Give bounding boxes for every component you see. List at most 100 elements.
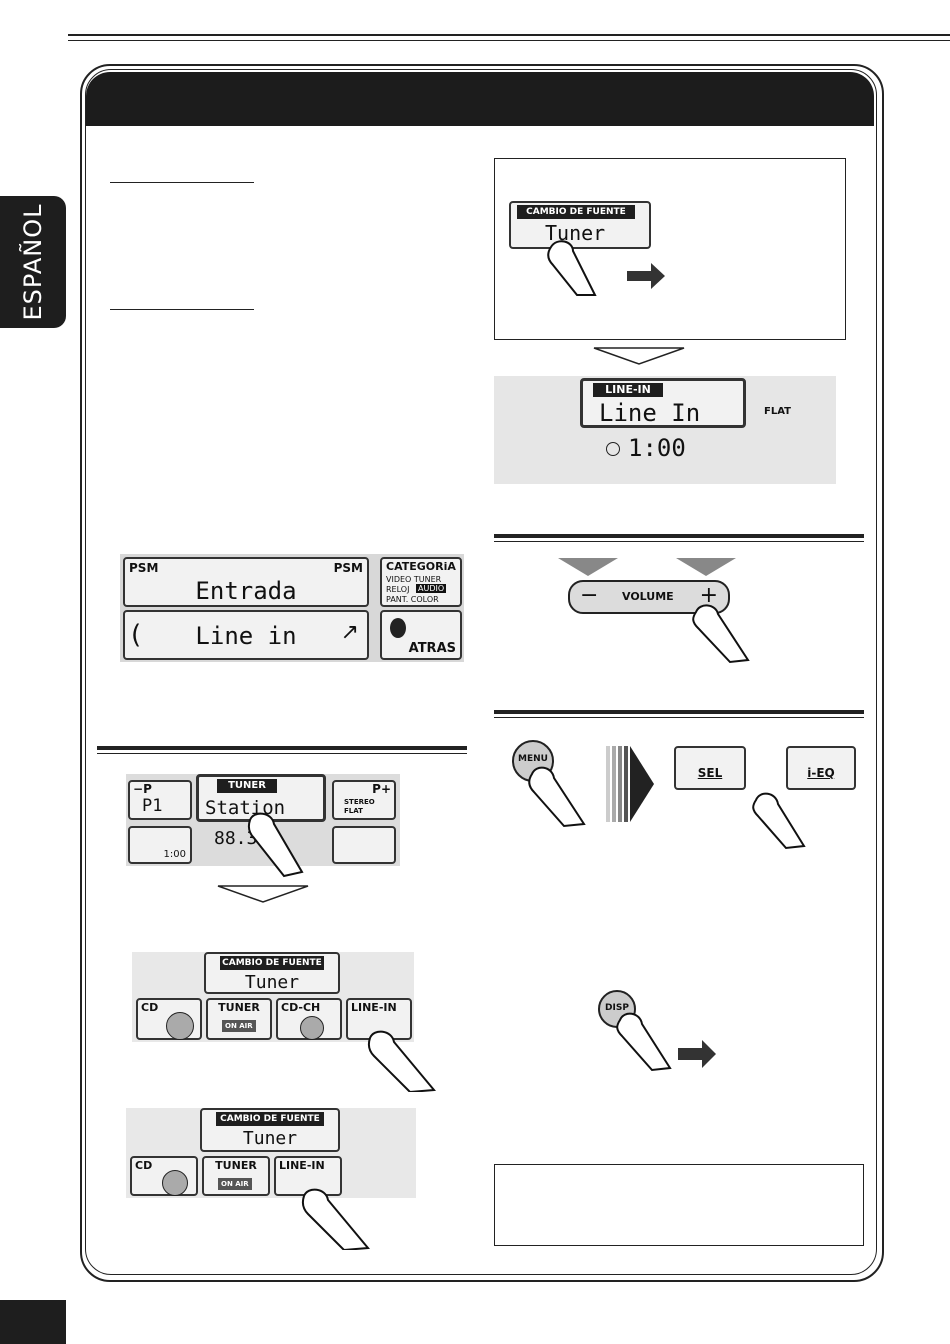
sel-button[interactable]: SEL [674, 746, 746, 790]
category-line2b: AUDIO [416, 584, 447, 593]
clock-icon [606, 442, 620, 456]
volume-minus-button[interactable]: − [580, 583, 599, 608]
linein-display: LINE-IN Line In FLAT 1:00 [494, 376, 836, 484]
press-down-arrow-icon [676, 558, 736, 576]
heading-rule-2 [110, 309, 254, 310]
entrada-display: PSM PSM Entrada ( Line in ↗ CATEGORiA VI… [120, 554, 464, 662]
source-value-b: Tuner [242, 1128, 298, 1149]
source-cd-button-b[interactable]: CD [130, 1156, 198, 1196]
entrada-title-button[interactable]: PSM PSM Entrada [123, 557, 369, 607]
source-tuner-label-b: TUNER [215, 1159, 257, 1172]
category-line3: PANT. COLOR [386, 595, 439, 604]
disc-stack-icon [300, 1016, 324, 1040]
finger-pointer-icon [367, 1030, 436, 1092]
volume-plus-button[interactable]: + [699, 583, 718, 608]
section-bar-right-2-thin [494, 717, 864, 718]
finger-pointer-icon [692, 604, 750, 664]
preset-up-button[interactable]: P+ STEREO FLAT [332, 780, 396, 820]
tuner-clock: 1:00 [163, 849, 186, 860]
source-cd-button[interactable]: CD [136, 998, 202, 1040]
preset-minus: −P [133, 782, 152, 796]
arrow-right-icon: ↗ [340, 620, 359, 645]
finger-pointer-icon [547, 240, 597, 296]
finger-pointer-icon [247, 812, 304, 878]
tuner-label: TUNER [217, 779, 277, 793]
category-line1: VIDEO TUNER [386, 575, 442, 584]
category-line2a: RELOJ [386, 585, 410, 594]
back-label: ATRAS [408, 641, 456, 656]
disc-icon [162, 1170, 188, 1196]
finger-pointer-icon [301, 1188, 370, 1250]
menu-label: MENU [518, 754, 548, 764]
flat-indicator: FLAT [344, 807, 363, 815]
arrow-left-icon: ( [131, 620, 142, 650]
section-bar-left [97, 746, 467, 750]
frequency: 88.3 [214, 828, 258, 849]
section-bar-right-1-thin [494, 541, 864, 542]
on-air-icon: ON AIR [218, 1178, 252, 1190]
top-rule [68, 34, 950, 36]
category-button[interactable]: CATEGORiA VIDEO TUNER RELOJ AUDIO PANT. … [380, 557, 462, 607]
preset-number: P1 [142, 796, 163, 816]
finger-pointer-icon [528, 766, 586, 828]
heading-rule-1 [110, 182, 254, 183]
seek-up-button[interactable] [332, 826, 396, 864]
entrada-value-button[interactable]: ( Line in ↗ [123, 610, 369, 660]
seek-down-button[interactable]: 1:00 [128, 826, 192, 864]
psm-right: PSM [333, 561, 363, 575]
transition-arrow-icon [606, 746, 654, 822]
section-bar-right-2 [494, 710, 864, 714]
source-change-button[interactable]: CAMBIO DE FUENTE Tuner [509, 201, 651, 249]
right-arrow-icon [627, 263, 665, 289]
source-change-box: CAMBIO DE FUENTE Tuner [494, 158, 846, 340]
linein-clock: 1:00 [628, 434, 686, 462]
section-bar-right-1 [494, 534, 864, 538]
source-current-b: CAMBIO DE FUENTE Tuner [200, 1108, 340, 1152]
disp-label: DISP [605, 1003, 629, 1013]
source-tuner-button[interactable]: TUNER ON AIR [206, 998, 272, 1040]
disc-icon [166, 1012, 194, 1040]
source-change-value: Tuner [545, 221, 606, 245]
stereo-indicator: STEREO [344, 798, 375, 806]
source-display-b: CAMBIO DE FUENTE Tuner CD TUNER ON AIR L… [126, 1108, 416, 1198]
knob-icon [390, 618, 406, 638]
category-title: CATEGORiA [386, 560, 456, 573]
finger-pointer-icon [752, 792, 806, 850]
source-change-label: CAMBIO DE FUENTE [517, 205, 635, 219]
source-current-a: CAMBIO DE FUENTE Tuner [204, 952, 340, 994]
source-cd-label-b: CD [135, 1159, 153, 1172]
back-button[interactable]: ATRAS [380, 610, 462, 660]
source-cd-label: CD [141, 1001, 159, 1014]
source-label-a: CAMBIO DE FUENTE [220, 956, 324, 970]
section-bar-left-thin [97, 753, 467, 754]
section-header-band [86, 72, 874, 126]
flat-indicator: FLAT [764, 406, 791, 417]
volume-label: VOLUME [622, 590, 674, 603]
on-air-icon: ON AIR [222, 1020, 256, 1032]
source-tuner-button-b[interactable]: TUNER ON AIR [202, 1156, 270, 1196]
note-box [494, 1164, 864, 1246]
ieq-button[interactable]: i-EQ [786, 746, 856, 790]
page-frame-inner [85, 69, 877, 1275]
page-frame [80, 64, 884, 1282]
entrada-title: Entrada [195, 577, 297, 605]
entrada-value: Line in [195, 622, 297, 650]
source-cdch-button[interactable]: CD-CH [276, 998, 342, 1040]
press-down-arrow-icon [558, 558, 618, 576]
language-tab: ESPAÑOL [0, 196, 66, 328]
ieq-label: i-EQ [807, 766, 835, 780]
preset-plus: P+ [372, 782, 391, 796]
page-number-block [0, 1300, 66, 1344]
linein-label: LINE-IN [593, 383, 663, 397]
source-linein-label: LINE-IN [351, 1001, 397, 1014]
source-label-b: CAMBIO DE FUENTE [216, 1112, 324, 1126]
source-linein-label-b: LINE-IN [279, 1159, 325, 1172]
linein-value: Line In [599, 399, 701, 427]
source-display-a: CAMBIO DE FUENTE Tuner CD TUNER ON AIR C… [132, 952, 414, 1042]
preset-down-button[interactable]: −P P1 [128, 780, 192, 820]
linein-button: LINE-IN Line In [580, 378, 746, 428]
sel-label: SEL [697, 766, 723, 780]
volume-control[interactable]: − VOLUME + [568, 580, 730, 614]
down-arrow-icon [593, 347, 685, 365]
psm-left: PSM [129, 561, 159, 575]
